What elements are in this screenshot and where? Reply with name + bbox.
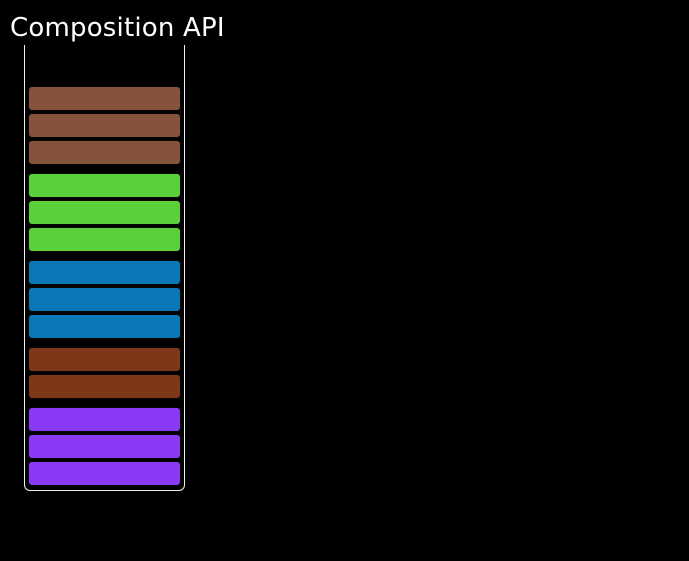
bar-concern-brown-3	[28, 140, 181, 165]
bar-stack	[28, 86, 181, 486]
bar-concern-dark-red-1	[28, 347, 181, 372]
bar-concern-green-2	[28, 200, 181, 225]
bar-concern-brown-2	[28, 113, 181, 138]
composition-api-container	[24, 45, 185, 491]
bar-concern-purple-3	[28, 461, 181, 486]
bar-concern-dark-red-2	[28, 374, 181, 399]
bar-concern-blue-1	[28, 260, 181, 285]
bar-concern-purple-1	[28, 407, 181, 432]
bar-concern-green-3	[28, 227, 181, 252]
bar-concern-blue-3	[28, 314, 181, 339]
diagram-title: Composition API	[10, 13, 225, 43]
bar-concern-purple-2	[28, 434, 181, 459]
bar-concern-brown-1	[28, 86, 181, 111]
bar-concern-green-1	[28, 173, 181, 198]
bar-concern-blue-2	[28, 287, 181, 312]
